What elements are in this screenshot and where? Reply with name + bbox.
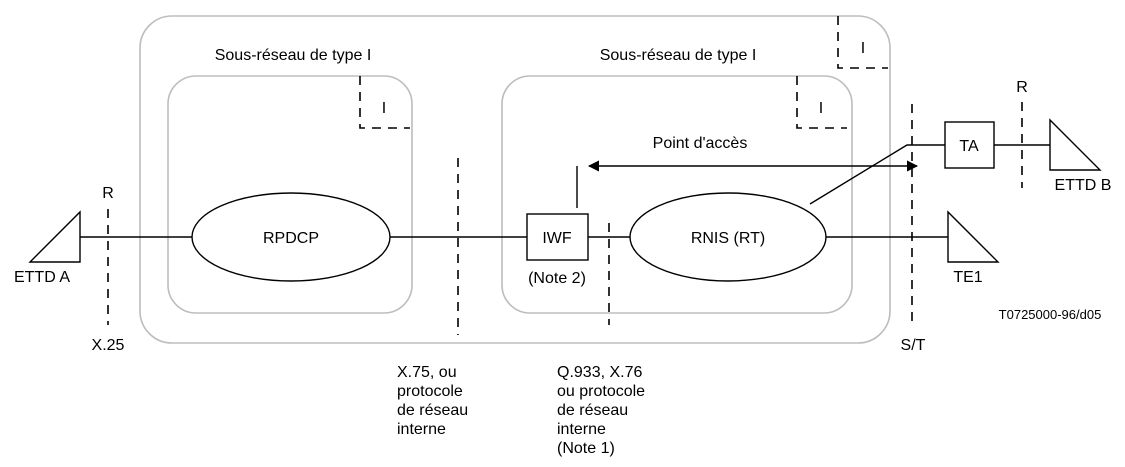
ettd-b-terminal xyxy=(1049,118,1102,171)
iwf-note: (Note 2) xyxy=(528,270,586,287)
rnis-node xyxy=(629,192,827,282)
subnet-right-corner-marker xyxy=(796,76,847,129)
ta-node xyxy=(944,121,995,169)
link-rnis-ta xyxy=(809,144,945,205)
ref-x25: X.25 xyxy=(92,337,125,354)
ettd-a-label: ETTD A xyxy=(14,269,70,286)
outer-network-boundary xyxy=(139,15,891,344)
svg-text:Q.933, X.76: Q.933, X.76 xyxy=(557,364,642,381)
te1-terminal xyxy=(947,210,1000,263)
iwf-label: IWF xyxy=(542,230,572,247)
rpdcp-label: RPDCP xyxy=(263,230,319,247)
interface-q933-text: Q.933, X.76 ou protocole de réseau inter… xyxy=(557,364,645,457)
svg-text:interne: interne xyxy=(397,421,446,438)
svg-text:X.75, ou: X.75, ou xyxy=(397,364,457,381)
ta-label: TA xyxy=(959,138,979,155)
ref-r-right: R xyxy=(1016,79,1028,96)
subnet-left-corner-marker xyxy=(359,76,410,129)
svg-text:protocole: protocole xyxy=(397,383,463,400)
iwf-node xyxy=(526,213,589,261)
ettd-b-label: ETTD B xyxy=(1055,177,1112,194)
ettd-a-terminal xyxy=(28,210,81,263)
outer-corner-tag-marker xyxy=(837,16,888,69)
subnet-left-corner-tag: I xyxy=(382,100,386,117)
figure-id: T0725000-96/d05 xyxy=(999,307,1102,322)
svg-text:interne: interne xyxy=(557,421,606,438)
ref-st: S/T xyxy=(901,337,926,354)
subnet-right-corner-tag: I xyxy=(819,100,823,117)
rnis-label: RNIS (RT) xyxy=(691,230,765,247)
subnet-right-boundary xyxy=(501,75,853,314)
ref-r-left: R xyxy=(102,185,114,202)
subnet-right-title: Sous-réseau de type I xyxy=(600,47,757,64)
access-point-label: Point d'accès xyxy=(653,135,748,152)
subnet-left-boundary xyxy=(167,75,413,314)
outer-corner-tag: I xyxy=(861,40,865,57)
rpdcp-node xyxy=(191,192,391,282)
subnet-left-title: Sous-réseau de type I xyxy=(215,47,372,64)
te1-label: TE1 xyxy=(953,269,982,286)
svg-text:de réseau: de réseau xyxy=(557,402,628,419)
interface-x75-text: X.75, ou protocole de réseau interne xyxy=(397,364,468,438)
svg-text:ou protocole: ou protocole xyxy=(557,383,645,400)
svg-text:(Note 1): (Note 1) xyxy=(557,440,615,457)
svg-text:de réseau: de réseau xyxy=(397,402,468,419)
